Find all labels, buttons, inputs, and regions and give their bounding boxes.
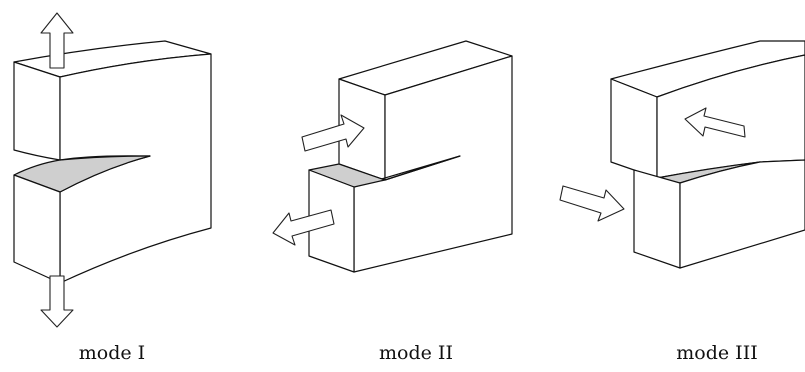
mode-1-crack-tip (59, 155, 151, 161)
mode-3-caption: mode III (676, 342, 758, 364)
mode-1-upper-front-face (13, 61, 61, 161)
mode-3-upper-front-face (610, 78, 658, 179)
mode-1-up-arrow (40, 12, 74, 69)
mode-3-block (559, 40, 805, 269)
mode-3-lower-front-face (633, 169, 681, 269)
mode-3-right-arrow (559, 185, 625, 222)
mode-2-crack-tip (384, 155, 461, 181)
mode-2-block (272, 40, 513, 273)
mode-1-block (13, 12, 212, 328)
mode-1-crack-surface (13, 155, 151, 193)
mode-1-lower-front-face (13, 174, 61, 284)
mode-2-right-arrow (301, 114, 365, 152)
mode-1-caption: mode I (78, 342, 146, 364)
mode-1-down-arrow (40, 275, 74, 328)
mode-3-inward-arrow (684, 107, 746, 138)
mode-2-left-arrow (272, 209, 335, 246)
mode-2-caption: mode II (379, 342, 453, 364)
